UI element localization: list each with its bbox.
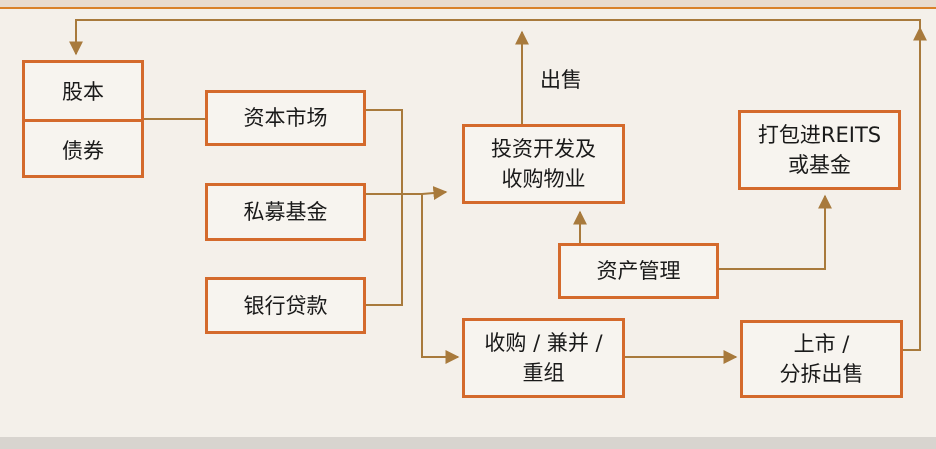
bottom-band (0, 437, 936, 449)
capital-market-box: 资本市场 (205, 90, 366, 146)
asset-management-box: 资产管理 (558, 243, 719, 299)
edge-listing-up (903, 26, 927, 351)
capital-market-label: 资本市场 (243, 106, 328, 130)
bonds-label: 债券 (62, 139, 104, 163)
bank-loan-label: 银行贷款 (243, 293, 328, 318)
merger-line-2: 重组 (522, 361, 565, 385)
invest-develop-line-2: 收购物业 (501, 167, 586, 191)
package-reits-line-1: 打包进REITS (757, 123, 882, 147)
asset-management-label: 资产管理 (596, 259, 681, 283)
package-reits-line-2: 或基金 (788, 153, 851, 177)
top-rule (0, 0, 936, 9)
package-reits-box: 打包进REITS 或基金 (738, 110, 901, 190)
edge-asset-reits (719, 194, 832, 270)
edge-capital-market-trunk (366, 109, 403, 306)
sell-label: 出售 (540, 68, 582, 92)
listing-box: 上市 / 分拆出售 (740, 320, 903, 398)
private-fund-box: 私募基金 (205, 183, 366, 241)
listing-line-1: 上市 / (793, 332, 850, 356)
private-fund-label: 私募基金 (243, 200, 328, 224)
edge-to-merger (421, 194, 460, 364)
equity-label: 股本 (25, 63, 141, 122)
listing-line-2: 分拆出售 (779, 362, 864, 386)
equity-bonds-box: 股本 债券 (22, 60, 144, 178)
invest-develop-line-1: 投资开发及 (491, 137, 596, 161)
invest-develop-box: 投资开发及 收购物业 (462, 124, 625, 204)
edge-top-feedback (69, 19, 921, 56)
bank-loan-box: 银行贷款 (205, 277, 366, 334)
merger-box: 收购 / 兼并 / 重组 (462, 318, 625, 398)
merger-line-1: 收购 / 兼并 / (484, 331, 603, 355)
